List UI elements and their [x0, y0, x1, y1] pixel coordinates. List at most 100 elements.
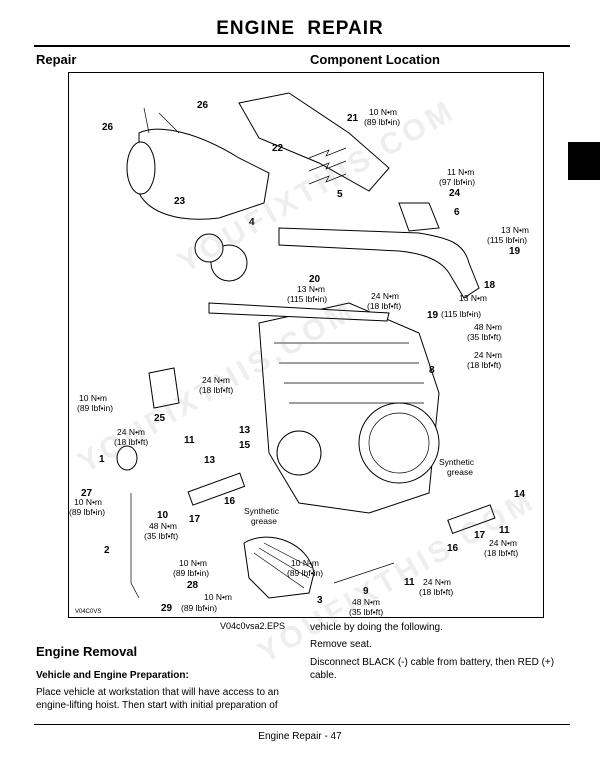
heading-engine-removal: Engine Removal [36, 644, 138, 659]
callout-17l: 17 [189, 514, 201, 525]
grease-notes: Synthetic grease Synthetic grease [244, 457, 475, 526]
para-left-line-1: Place vehicle at workstation that will h… [36, 687, 279, 698]
torque-29-nm: 10 N•m [204, 592, 232, 602]
torque-29-lbf: (89 lbf•in) [181, 603, 217, 613]
springs [308, 147, 347, 185]
torque-24-lbf: (97 lbf•in) [439, 177, 475, 187]
torque-28-lbf: (89 lbf•in) [173, 568, 209, 578]
torque-mid-nm: 24 N•m [371, 291, 399, 301]
callout-4: 4 [249, 217, 255, 228]
torque-21-nm: 10 N•m [369, 107, 397, 117]
torque-20-nm: 13 N•m [297, 284, 325, 294]
callout-numbers: 26 26 21 22 5 23 24 6 4 19 18 20 19 8 25… [81, 100, 526, 614]
callout-11: 11 [184, 435, 195, 446]
section-thumb-tab [568, 142, 600, 180]
callout-11b: 11 [404, 577, 415, 588]
callout-23: 23 [174, 196, 186, 207]
para-right-3-line-2: cable. [310, 670, 337, 681]
drive-shaft-left [187, 472, 496, 535]
callout-19a: 19 [509, 246, 521, 257]
torque-25b-lbf: (89 lbf•in) [77, 403, 113, 413]
torque-8b-nm: 24 N•m [474, 350, 502, 360]
torque-20-lbf: (115 lbf•in) [287, 294, 327, 304]
torque-11b-lbf: (18 lbf•ft) [419, 587, 453, 597]
torque-11-nm: 24 N•m [117, 427, 145, 437]
torque-9b-nm: 48 N•m [352, 597, 380, 607]
callout-28: 28 [187, 580, 199, 591]
torque-19a-lbf: (115 lbf•in) [487, 235, 527, 245]
torque-10-nm: 48 N•m [149, 521, 177, 531]
figure-caption: V04c0vsa2.EPS [220, 621, 286, 631]
callout-3: 3 [317, 595, 323, 606]
callout-20: 20 [309, 274, 321, 285]
long-bolt [333, 562, 395, 584]
torque-9a-lbf: (89 lbf•in) [287, 568, 323, 578]
callout-11r: 11 [499, 525, 510, 536]
torque-8a-nm: 48 N•m [474, 322, 502, 332]
torque-11-lbf: (18 lbf•ft) [114, 437, 148, 447]
grease-label-left-1: Synthetic [244, 506, 280, 516]
torque-11b-nm: 24 N•m [423, 577, 451, 587]
engine-mount-bracket [148, 302, 390, 409]
muffler [126, 107, 270, 220]
callout-21: 21 [347, 113, 359, 124]
para-right-1: vehicle by doing the following. [310, 622, 443, 633]
torque-25b-nm: 10 N•m [79, 393, 107, 403]
callout-13b: 13 [204, 455, 216, 466]
flywheel-cover [243, 536, 315, 599]
torque-27-lbf: (89 lbf•in) [69, 507, 105, 517]
header-rule [34, 45, 570, 47]
exploded-view-drawing: 26 26 21 22 5 23 24 6 4 19 18 20 19 8 25… [69, 92, 529, 617]
callout-22: 22 [272, 143, 284, 154]
callout-14: 14 [514, 489, 526, 500]
torque-11r-nm: 24 N•m [489, 538, 517, 548]
torque-21-lbf: (89 lbf•in) [364, 117, 400, 127]
callout-8: 8 [429, 365, 435, 376]
torque-9a-nm: 10 N•m [291, 558, 319, 568]
grease-label-right-1: Synthetic [439, 457, 475, 467]
callout-26b: 26 [197, 100, 209, 111]
torque-25a-lbf: (18 lbf•ft) [199, 385, 233, 395]
para-right-3-line-1: Disconnect BLACK (-) cable from battery,… [310, 657, 555, 668]
engine-block [258, 302, 440, 514]
para-right-2: Remove seat. [310, 639, 372, 650]
callout-1: 1 [99, 454, 105, 465]
page-footer: Engine Repair - 47 [258, 731, 342, 742]
grease-label-right-2: grease [447, 467, 473, 477]
callout-26a: 26 [102, 122, 114, 133]
figure-code: V04C0VS [75, 609, 101, 615]
callout-27: 27 [81, 488, 93, 499]
section-heading-component-location: Component Location [310, 52, 440, 67]
starter-motor [116, 445, 138, 471]
torque-10-lbf: (35 lbf•ft) [144, 531, 178, 541]
callout-2: 2 [104, 545, 110, 556]
callout-15: 15 [239, 440, 251, 451]
callout-17r: 17 [474, 530, 486, 541]
torque-11r-lbf: (18 lbf•ft) [484, 548, 518, 558]
callout-16a: 16 [224, 496, 236, 507]
component-diagram: 26 26 21 22 5 23 24 6 4 19 18 20 19 8 25… [68, 72, 544, 618]
callout-10: 10 [157, 510, 169, 521]
callout-5: 5 [337, 189, 343, 200]
callout-18: 18 [484, 280, 496, 291]
dipstick-tube [130, 493, 140, 599]
torque-19b-lbf: (115 lbf•in) [441, 309, 481, 319]
callout-25: 25 [154, 413, 166, 424]
footer-rule [34, 724, 570, 725]
torque-labels: 10 N•m (89 lbf•in) 11 N•m (97 lbf•in) 13… [69, 107, 529, 617]
throttle-body [194, 233, 248, 282]
torque-24-nm: 11 N•m [447, 167, 474, 177]
torque-19a-nm: 13 N•m [501, 225, 529, 235]
torque-9b-lbf: (35 lbf•ft) [349, 607, 383, 617]
callout-19b: 19 [427, 310, 439, 321]
callout-9: 9 [363, 586, 369, 597]
exhaust-pipe [278, 202, 480, 299]
torque-25a-nm: 24 N•m [202, 375, 230, 385]
para-left-line-2: engine-lifting hoist. Then start with in… [36, 700, 278, 711]
torque-8b-lbf: (18 lbf•ft) [467, 360, 501, 370]
callout-29: 29 [161, 603, 173, 614]
callout-13a: 13 [239, 425, 251, 436]
heat-shield [238, 92, 390, 192]
torque-8a-lbf: (35 lbf•ft) [467, 332, 501, 342]
torque-27-nm: 10 N•m [74, 497, 102, 507]
